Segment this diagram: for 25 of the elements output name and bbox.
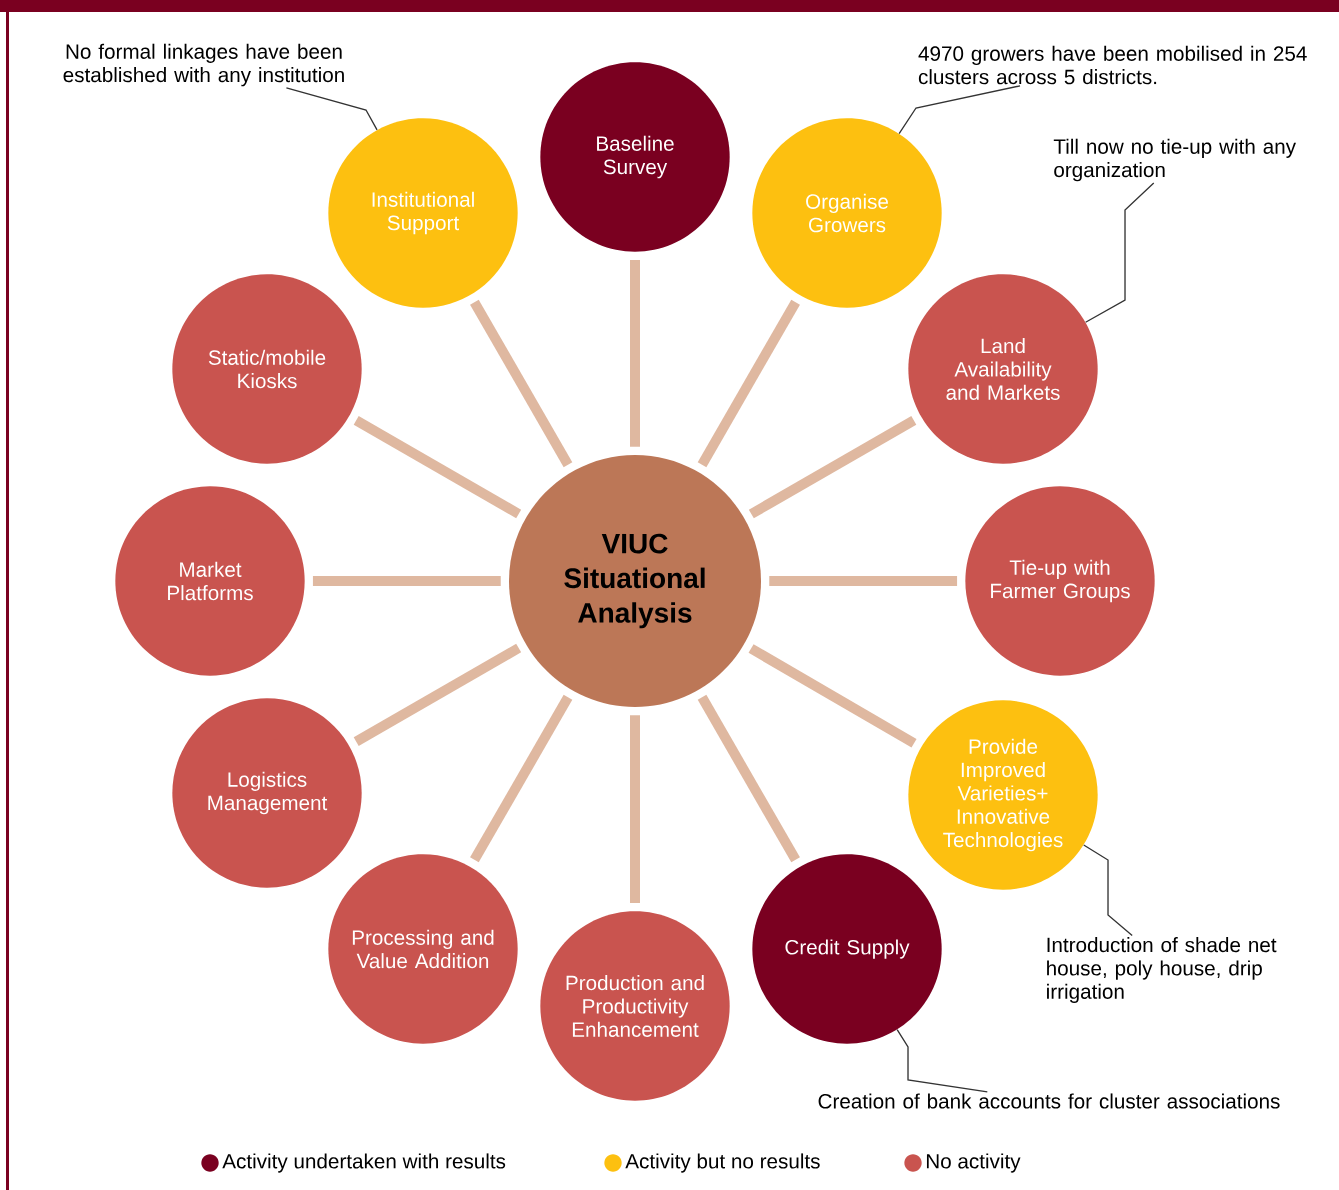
spoke-line bbox=[312, 576, 501, 586]
annotation-text: No formal linkages have been established with any institution bbox=[63, 43, 344, 87]
spoke-line bbox=[630, 715, 640, 904]
spoke-line bbox=[353, 643, 522, 746]
legend-label: Activity undertaken with results bbox=[222, 1153, 506, 1173]
spoke-line bbox=[697, 299, 800, 468]
annotation-text: 4970 growers have been mobilised in 254 clusters across 5 districts. bbox=[918, 45, 1307, 85]
leader-line bbox=[898, 85, 1021, 135]
annotation-text: Creation of bank accounts for cluster associations bbox=[818, 1093, 1280, 1109]
leader-line bbox=[896, 1028, 988, 1093]
annotation-text: Introduction of shade net house, poly house, drip irrigation bbox=[1047, 937, 1277, 1003]
leader-line bbox=[285, 87, 378, 131]
spoke-line bbox=[470, 694, 573, 863]
legend-label: Activity but no results bbox=[625, 1153, 820, 1173]
leader-line bbox=[1083, 844, 1133, 937]
spoke-line bbox=[769, 576, 958, 586]
legend-label: No activity bbox=[926, 1153, 1021, 1173]
spoke-line bbox=[748, 416, 917, 519]
annotation-text: Till now no tie-up with any organization bbox=[1053, 138, 1296, 182]
spoke-line bbox=[697, 694, 800, 863]
spoke-line bbox=[630, 259, 640, 447]
spoke-line bbox=[353, 416, 522, 519]
spoke-line bbox=[748, 644, 917, 748]
leader-line bbox=[1084, 182, 1155, 323]
spoke-line bbox=[470, 299, 573, 468]
